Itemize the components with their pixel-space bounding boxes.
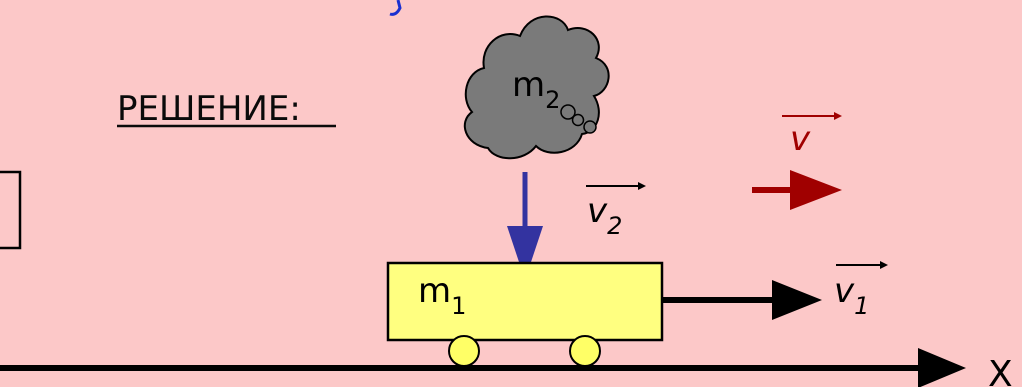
v1-text: v1 [834,271,869,320]
cloud-mass-label: m2 [512,65,560,114]
cloud-bubble-3 [583,120,597,134]
cloud-m2: m2 [463,15,610,160]
v1-vector-head [880,261,888,269]
x-axis: X [0,348,1013,387]
v-arrow [752,170,842,210]
cart-mass-label: m1 [418,271,466,320]
v-label: v [782,112,842,159]
x-axis-label: X [988,354,1013,387]
v1-arrow [662,280,822,320]
arrow-down-icon [507,226,543,280]
falling-arrow [507,172,543,280]
cart-m1: m1 [386,261,664,367]
v-vector-head [834,112,842,120]
arrow-right-icon [918,348,966,387]
arrow-right-icon [790,170,842,210]
cart-body [386,261,664,342]
cart-wheel-right [569,335,601,367]
cart-wheel-left [448,335,480,367]
v2-vector-head [638,182,646,190]
v2-text: v2 [587,191,622,240]
v-text: v [790,119,811,159]
arrow-right-icon [772,280,822,320]
left-partial-box [0,170,22,250]
v2-label: v2 [586,182,646,240]
v1-label: v1 [834,261,888,320]
cloud-bubble-1 [560,104,576,120]
cloud-bubble-2 [571,113,585,127]
top-fragment-mark [389,0,402,16]
solution-heading: РЕШЕНИЕ: [117,89,301,129]
